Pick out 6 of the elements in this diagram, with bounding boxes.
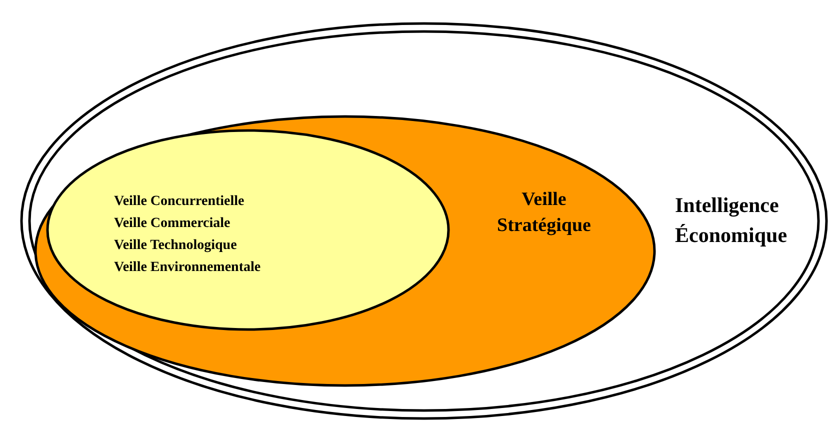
ellipse-label: Intelligence Économique [675, 192, 788, 249]
list-item: Veille Concurrentielle [114, 193, 246, 211]
list-item: Veille Technologique [114, 237, 238, 255]
list-item: Veille Environnementale [114, 259, 261, 277]
list-item: Veille Commerciale [114, 215, 232, 233]
ellipse-label: Veille Stratégique [496, 188, 592, 238]
